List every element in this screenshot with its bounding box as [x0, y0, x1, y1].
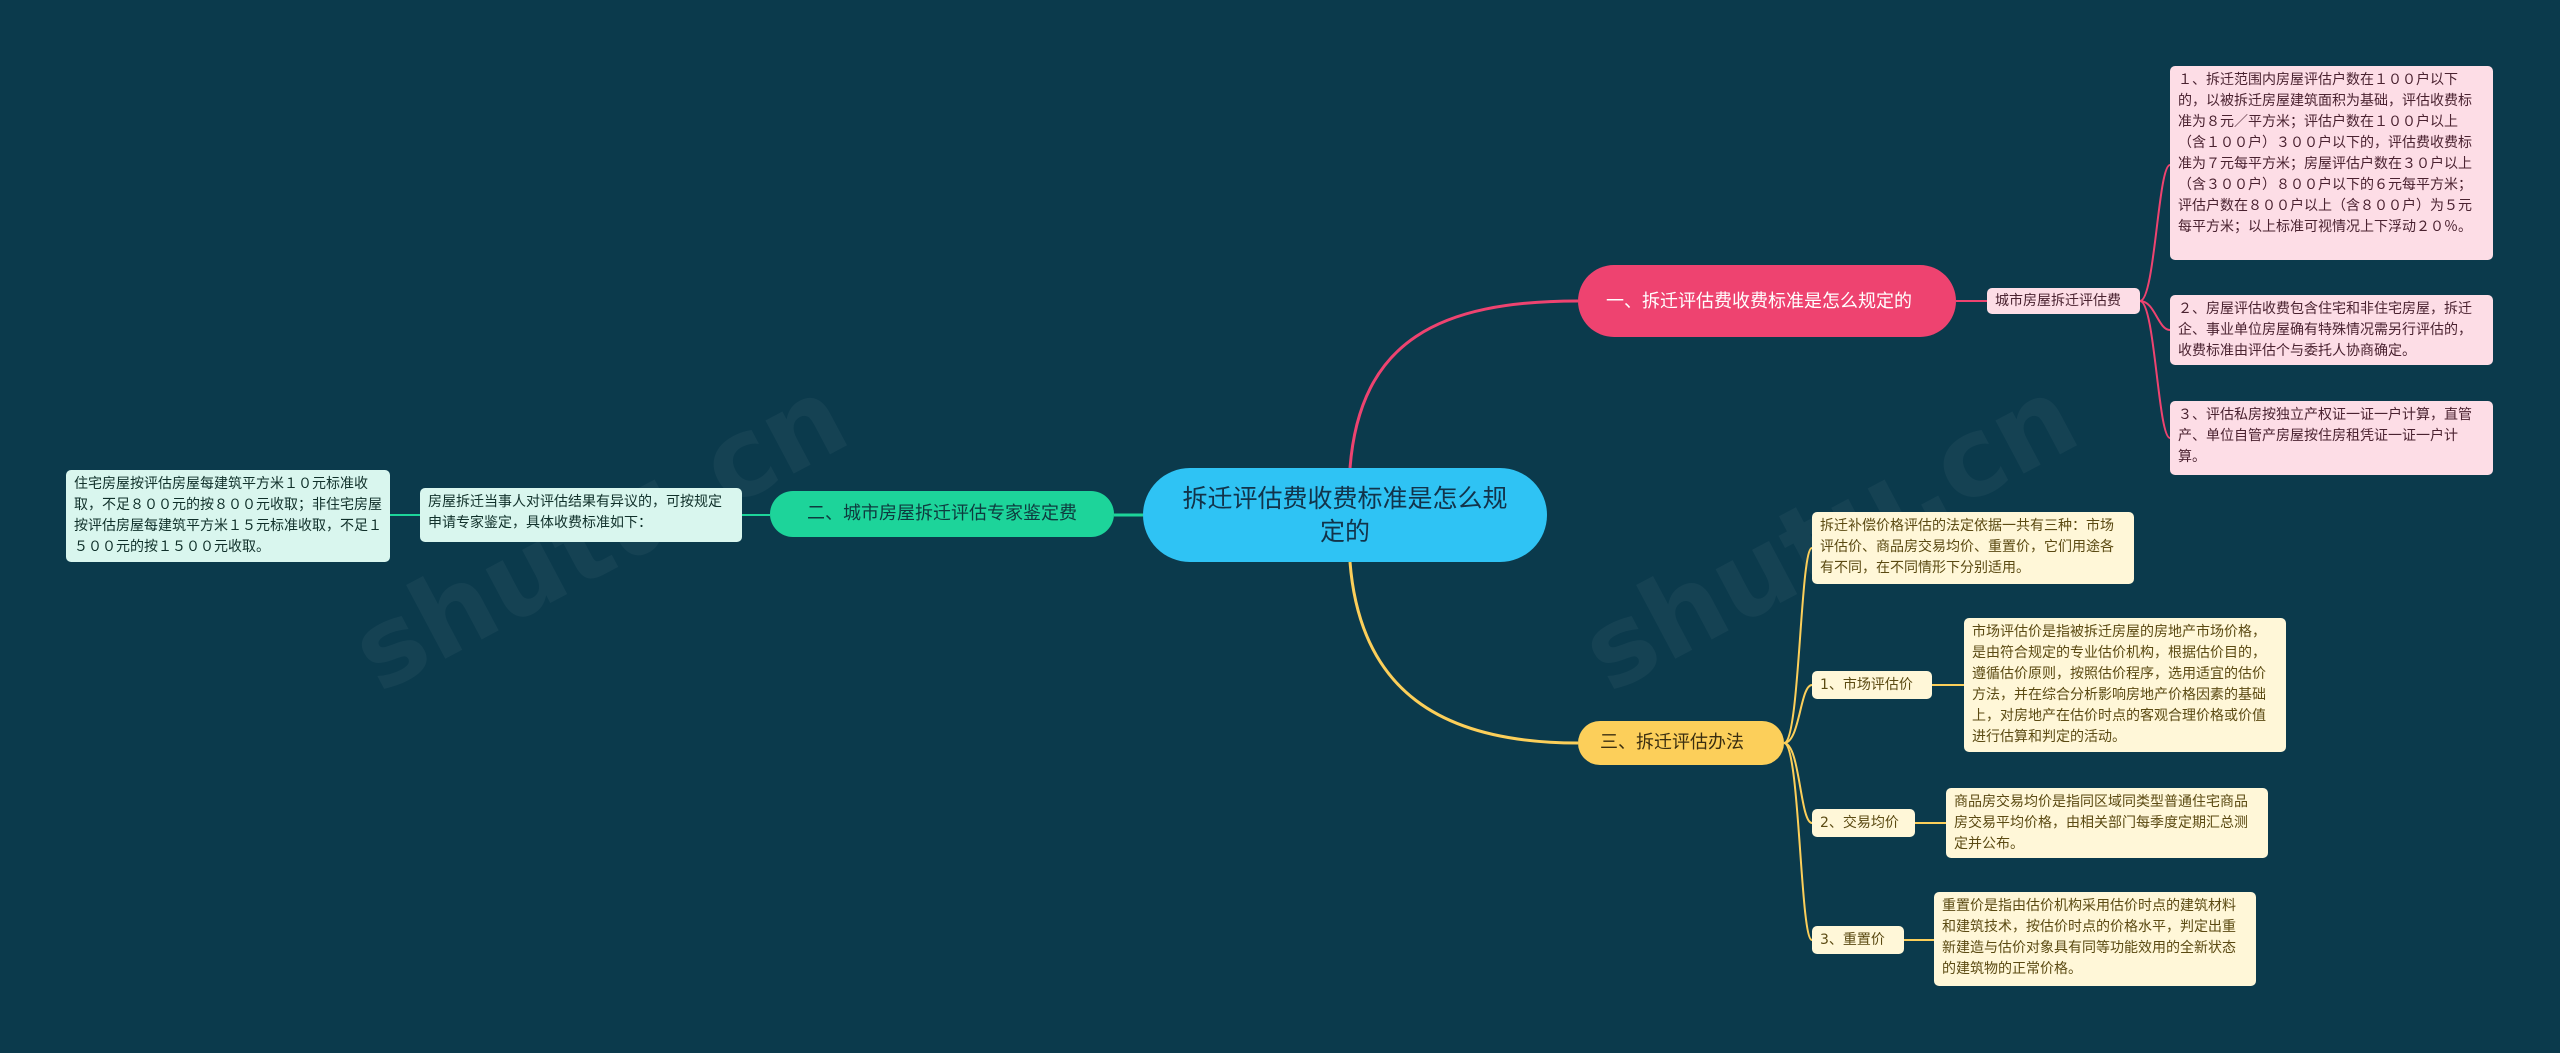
- method-average-price-detail[interactable]: 商品房交易均价是指同区域同类型普通住宅商品房交易平均价格，由相关部门每季度定期汇…: [1946, 788, 2268, 858]
- methods-intro[interactable]: 拆迁补偿价格评估的法定依据一共有三种：市场评估价、商品房交易均价、重置价，它们用…: [1812, 512, 2134, 584]
- root-topic-label: 拆迁评估费收费标准是怎么规定的: [1182, 484, 1508, 546]
- method-market-price[interactable]: 1、市场评估价: [1812, 671, 1932, 699]
- topic-city-appraisal-fee-label: 城市房屋拆迁评估费: [1995, 293, 2121, 309]
- fee-item-3[interactable]: ３、评估私房按独立产权证一证一户计算，直管产、单位自管产房屋按住房租凭证一证一户…: [2170, 401, 2493, 475]
- fee-item-2-text: ２、房屋评估收费包含住宅和非住宅房屋，拆迁企、事业单位房屋确有特殊情况需另行评估…: [2178, 301, 2472, 359]
- branch-expert-fee[interactable]: 二、城市房屋拆迁评估专家鉴定费: [770, 491, 1114, 537]
- method-replacement-price-detail-text: 重置价是指由估价机构采用估价时点的建筑材料和建筑技术，按估价时点的价格水平，判定…: [1942, 898, 2236, 977]
- fee-item-3-text: ３、评估私房按独立产权证一证一户计算，直管产、单位自管产房屋按住房租凭证一证一户…: [2178, 407, 2472, 465]
- fee-item-2[interactable]: ２、房屋评估收费包含住宅和非住宅房屋，拆迁企、事业单位房屋确有特殊情况需另行评估…: [2170, 295, 2493, 365]
- expert-fee-condition-text: 房屋拆迁当事人对评估结果有异议的，可按规定申请专家鉴定，具体收费标准如下：: [428, 494, 722, 531]
- topic-city-appraisal-fee[interactable]: 城市房屋拆迁评估费: [1987, 288, 2140, 314]
- method-market-price-detail[interactable]: 市场评估价是指被拆迁房屋的房地产市场价格，是由符合规定的专业估价机构，根据估价目…: [1964, 618, 2286, 752]
- method-average-price[interactable]: 2、交易均价: [1812, 809, 1915, 837]
- methods-intro-text: 拆迁补偿价格评估的法定依据一共有三种：市场评估价、商品房交易均价、重置价，它们用…: [1820, 518, 2114, 576]
- expert-fee-detail[interactable]: 住宅房屋按评估房屋每建筑平方米１０元标准收取，不足８００元的按８００元收取；非住…: [66, 470, 390, 562]
- fee-item-1[interactable]: １、拆迁范围内房屋评估户数在１００户以下的，以被拆迁房屋建筑面积为基础，评估收费…: [2170, 66, 2493, 260]
- method-replacement-price-label: 3、重置价: [1820, 932, 1885, 948]
- fee-item-1-text: １、拆迁范围内房屋评估户数在１００户以下的，以被拆迁房屋建筑面积为基础，评估收费…: [2178, 72, 2472, 235]
- root-topic[interactable]: 拆迁评估费收费标准是怎么规定的: [1143, 468, 1547, 562]
- branch-appraisal-methods[interactable]: 三、拆迁评估办法: [1578, 721, 1784, 765]
- expert-fee-detail-text: 住宅房屋按评估房屋每建筑平方米１０元标准收取，不足８００元的按８００元收取；非住…: [74, 476, 382, 555]
- branch-fee-standard-label: 一、拆迁评估费收费标准是怎么规定的: [1606, 290, 1912, 312]
- method-replacement-price-detail[interactable]: 重置价是指由估价机构采用估价时点的建筑材料和建筑技术，按估价时点的价格水平，判定…: [1934, 892, 2256, 986]
- method-market-price-label: 1、市场评估价: [1820, 677, 1913, 693]
- branch-expert-fee-label: 二、城市房屋拆迁评估专家鉴定费: [807, 503, 1077, 524]
- method-average-price-label: 2、交易均价: [1820, 815, 1899, 831]
- branch-fee-standard[interactable]: 一、拆迁评估费收费标准是怎么规定的: [1578, 265, 1956, 337]
- branch-appraisal-methods-label: 三、拆迁评估办法: [1600, 732, 1744, 753]
- method-replacement-price[interactable]: 3、重置价: [1812, 926, 1904, 954]
- expert-fee-condition[interactable]: 房屋拆迁当事人对评估结果有异议的，可按规定申请专家鉴定，具体收费标准如下：: [420, 488, 742, 542]
- method-market-price-detail-text: 市场评估价是指被拆迁房屋的房地产市场价格，是由符合规定的专业估价机构，根据估价目…: [1972, 624, 2266, 745]
- method-average-price-detail-text: 商品房交易均价是指同区域同类型普通住宅商品房交易平均价格，由相关部门每季度定期汇…: [1954, 794, 2248, 852]
